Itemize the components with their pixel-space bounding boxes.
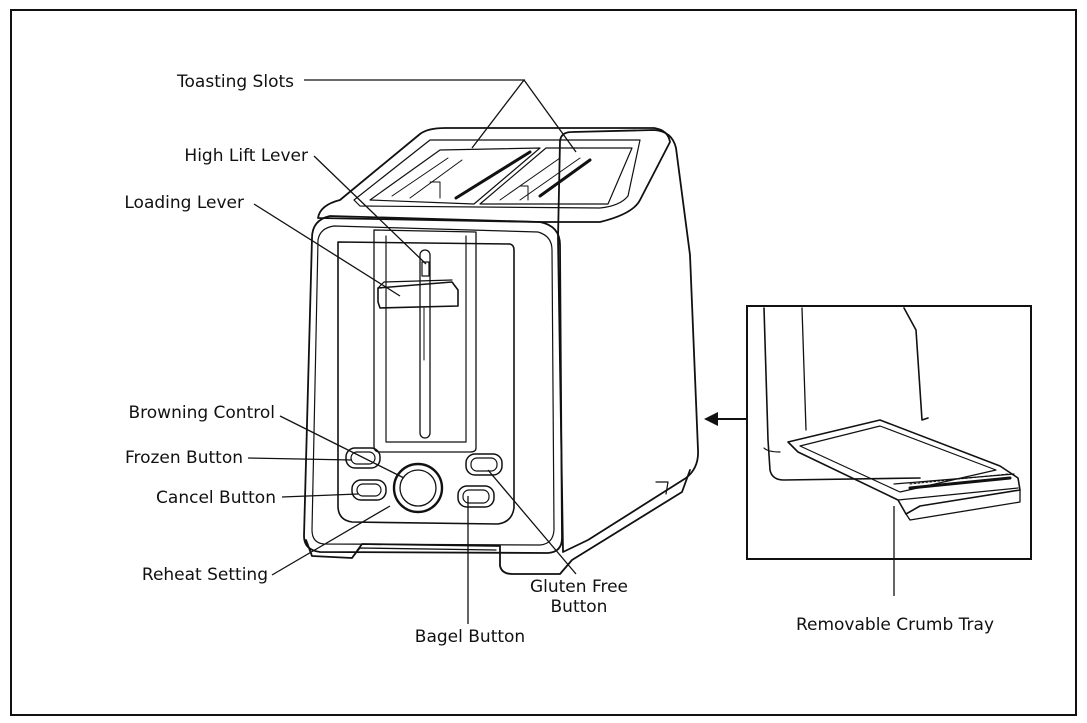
label-high-lift-lever: High Lift Lever	[184, 146, 308, 166]
leader-browning	[279, 415, 405, 479]
label-cancel-button: Cancel Button	[156, 488, 276, 508]
leader-lines	[247, 79, 895, 624]
label-loading-lever: Loading Lever	[124, 193, 244, 213]
leader-gluten-free	[487, 469, 577, 575]
label-removable-crumb-tray: Removable Crumb Tray	[796, 615, 994, 635]
toaster-illustration	[303, 127, 699, 575]
label-toasting-slots: Toasting Slots	[176, 72, 294, 92]
label-gluten-free-line2: Button	[551, 597, 608, 617]
leader-toasting-slots-2	[523, 79, 577, 153]
leader-cancel	[281, 493, 359, 498]
leader-loading-lever	[253, 203, 401, 297]
diagram-frame	[10, 9, 1077, 716]
label-frozen-button: Frozen Button	[125, 448, 243, 468]
leader-frozen	[247, 457, 353, 461]
callout-labels: Toasting Slots High Lift Lever Loading L…	[124, 72, 994, 647]
label-bagel-button: Bagel Button	[415, 627, 525, 647]
leader-reheat	[271, 505, 391, 576]
label-reheat-setting: Reheat Setting	[142, 565, 268, 585]
label-browning-control: Browning Control	[128, 403, 275, 423]
inset-arrow	[704, 412, 748, 426]
leader-high-lift	[313, 155, 427, 265]
label-gluten-free-line1: Gluten Free	[530, 577, 628, 597]
inset-frame	[746, 305, 1032, 560]
crumb-tray-inset	[746, 305, 1032, 560]
